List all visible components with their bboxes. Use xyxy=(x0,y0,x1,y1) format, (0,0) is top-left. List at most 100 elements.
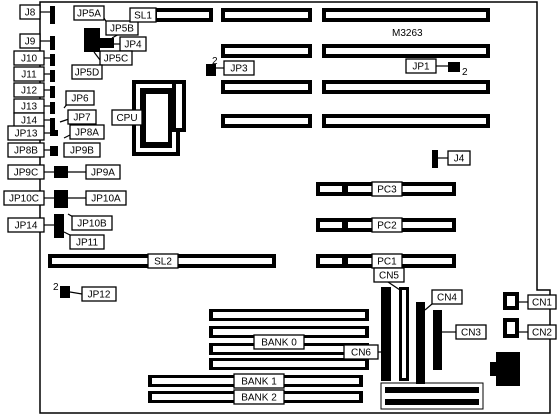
label-CN1: CN1 xyxy=(527,294,557,310)
label-PC1: PC1 xyxy=(371,253,403,269)
svg-text:CN5: CN5 xyxy=(379,271,399,282)
label-JP8A: JP8A xyxy=(69,124,105,140)
svg-text:JP8B: JP8B xyxy=(14,146,38,157)
label-JP7: JP7 xyxy=(67,109,97,125)
jp5-header xyxy=(84,28,100,52)
bottom-edge-connector xyxy=(380,382,484,410)
svg-text:JP5D: JP5D xyxy=(75,68,99,79)
label-J14: J14 xyxy=(13,112,45,128)
svg-text:JP14: JP14 xyxy=(15,221,38,232)
svg-text:SL2: SL2 xyxy=(154,257,172,268)
svg-text:SL1: SL1 xyxy=(134,11,152,22)
label-JP5D: JP5D xyxy=(71,64,103,80)
label-J11: J11 xyxy=(13,66,45,82)
label-SL2: SL2 xyxy=(147,253,179,269)
svg-text:J13: J13 xyxy=(21,102,38,113)
svg-text:JP10A: JP10A xyxy=(91,194,121,205)
svg-text:J12: J12 xyxy=(21,86,38,97)
svg-text:JP9B: JP9B xyxy=(70,146,94,157)
svg-text:JP5B: JP5B xyxy=(110,24,134,35)
svg-text:JP11: JP11 xyxy=(76,238,98,249)
svg-text:JP7: JP7 xyxy=(73,113,91,124)
svg-text:JP1: JP1 xyxy=(412,62,430,73)
svg-text:J4: J4 xyxy=(454,154,465,165)
j4-header xyxy=(432,150,438,168)
label-JP9C: JP9C xyxy=(7,164,45,180)
label-JP10A: JP10A xyxy=(85,190,127,206)
isa-slots-left xyxy=(153,8,312,128)
svg-text:JP6: JP6 xyxy=(71,94,89,105)
label-CN2: CN2 xyxy=(527,324,557,340)
svg-text:JP9C: JP9C xyxy=(14,168,38,179)
label-JP10C: JP10C xyxy=(3,190,45,206)
svg-text:JP3: JP3 xyxy=(230,64,248,75)
cpu-label: CPU xyxy=(116,113,137,124)
jp3-header xyxy=(206,64,216,76)
label-JP10B: JP10B xyxy=(71,215,113,231)
svg-text:CN4: CN4 xyxy=(437,293,457,304)
label-J10: J10 xyxy=(13,50,45,66)
svg-text:JP8A: JP8A xyxy=(75,128,99,139)
left-headers xyxy=(50,6,70,298)
label-PC3: PC3 xyxy=(371,181,403,197)
label-JP5A: JP5A xyxy=(73,5,105,21)
svg-text:CN1: CN1 xyxy=(532,298,552,309)
pci-slot-hole xyxy=(320,186,342,192)
board-outline xyxy=(39,1,551,414)
label-JP14: JP14 xyxy=(7,217,45,233)
isa-slot-hole xyxy=(225,118,308,124)
svg-text:JP9A: JP9A xyxy=(91,168,115,179)
svg-text:JP12: JP12 xyxy=(88,290,111,301)
pin-mark: 2 xyxy=(53,282,59,293)
label-JP3: JP3 xyxy=(223,60,255,76)
label-J13: J13 xyxy=(13,98,45,114)
svg-text:JP13: JP13 xyxy=(15,129,38,140)
svg-text:J8: J8 xyxy=(25,8,36,19)
label-JP9B: JP9B xyxy=(63,142,101,158)
svg-text:J14: J14 xyxy=(21,116,38,127)
jp4-header xyxy=(100,38,114,48)
isa-slot-hole xyxy=(225,84,308,90)
svg-text:JP4: JP4 xyxy=(124,40,142,51)
pin-mark: 2 xyxy=(462,67,468,78)
svg-text:CN3: CN3 xyxy=(461,328,481,339)
label-SL1: SL1 xyxy=(129,7,157,23)
isa-slot-hole xyxy=(326,48,486,54)
label-J4: J4 xyxy=(447,150,471,166)
svg-text:PC2: PC2 xyxy=(377,221,397,232)
svg-text:J11: J11 xyxy=(21,70,37,81)
label-JP1: JP1 xyxy=(405,58,437,74)
cn6-connector xyxy=(381,287,391,381)
label-JP11: JP11 xyxy=(69,234,105,250)
label-CN3: CN3 xyxy=(455,324,487,340)
svg-text:BANK 2: BANK 2 xyxy=(241,393,277,404)
label-CN6: CN6 xyxy=(343,344,379,360)
label-J9: J9 xyxy=(19,33,41,49)
svg-text:JP5C: JP5C xyxy=(104,54,128,65)
label-CN5: CN5 xyxy=(373,267,405,283)
label-CN4: CN4 xyxy=(431,289,463,305)
pci-slot-hole xyxy=(320,222,342,228)
label-PC2: PC2 xyxy=(371,217,403,233)
svg-text:CN2: CN2 xyxy=(532,328,552,339)
keyboard-connector xyxy=(490,352,520,386)
jp1-header xyxy=(448,62,460,72)
label-BANK1: BANK 1 xyxy=(233,373,285,389)
pin-mark: 2 xyxy=(212,56,218,67)
isa-slot-hole xyxy=(326,118,486,124)
svg-text:PC3: PC3 xyxy=(377,185,397,196)
label-JP12: JP12 xyxy=(81,286,117,302)
cn4-connector xyxy=(416,302,425,384)
labels: J8 J9 J10 J11 J12 J13 J14 JP13 JP8B JP9C… xyxy=(3,4,557,405)
svg-text:BANK 0: BANK 0 xyxy=(261,338,297,349)
label-J8: J8 xyxy=(19,4,41,20)
cn3-connector xyxy=(433,310,442,370)
label-J12: J12 xyxy=(13,82,45,98)
label-JP4: JP4 xyxy=(119,36,147,52)
isa-slot-hole xyxy=(225,12,308,18)
isa-slot-hole xyxy=(326,84,486,90)
svg-text:JP10C: JP10C xyxy=(9,194,39,205)
pci-slot-hole xyxy=(320,258,342,264)
svg-text:J9: J9 xyxy=(25,37,36,48)
